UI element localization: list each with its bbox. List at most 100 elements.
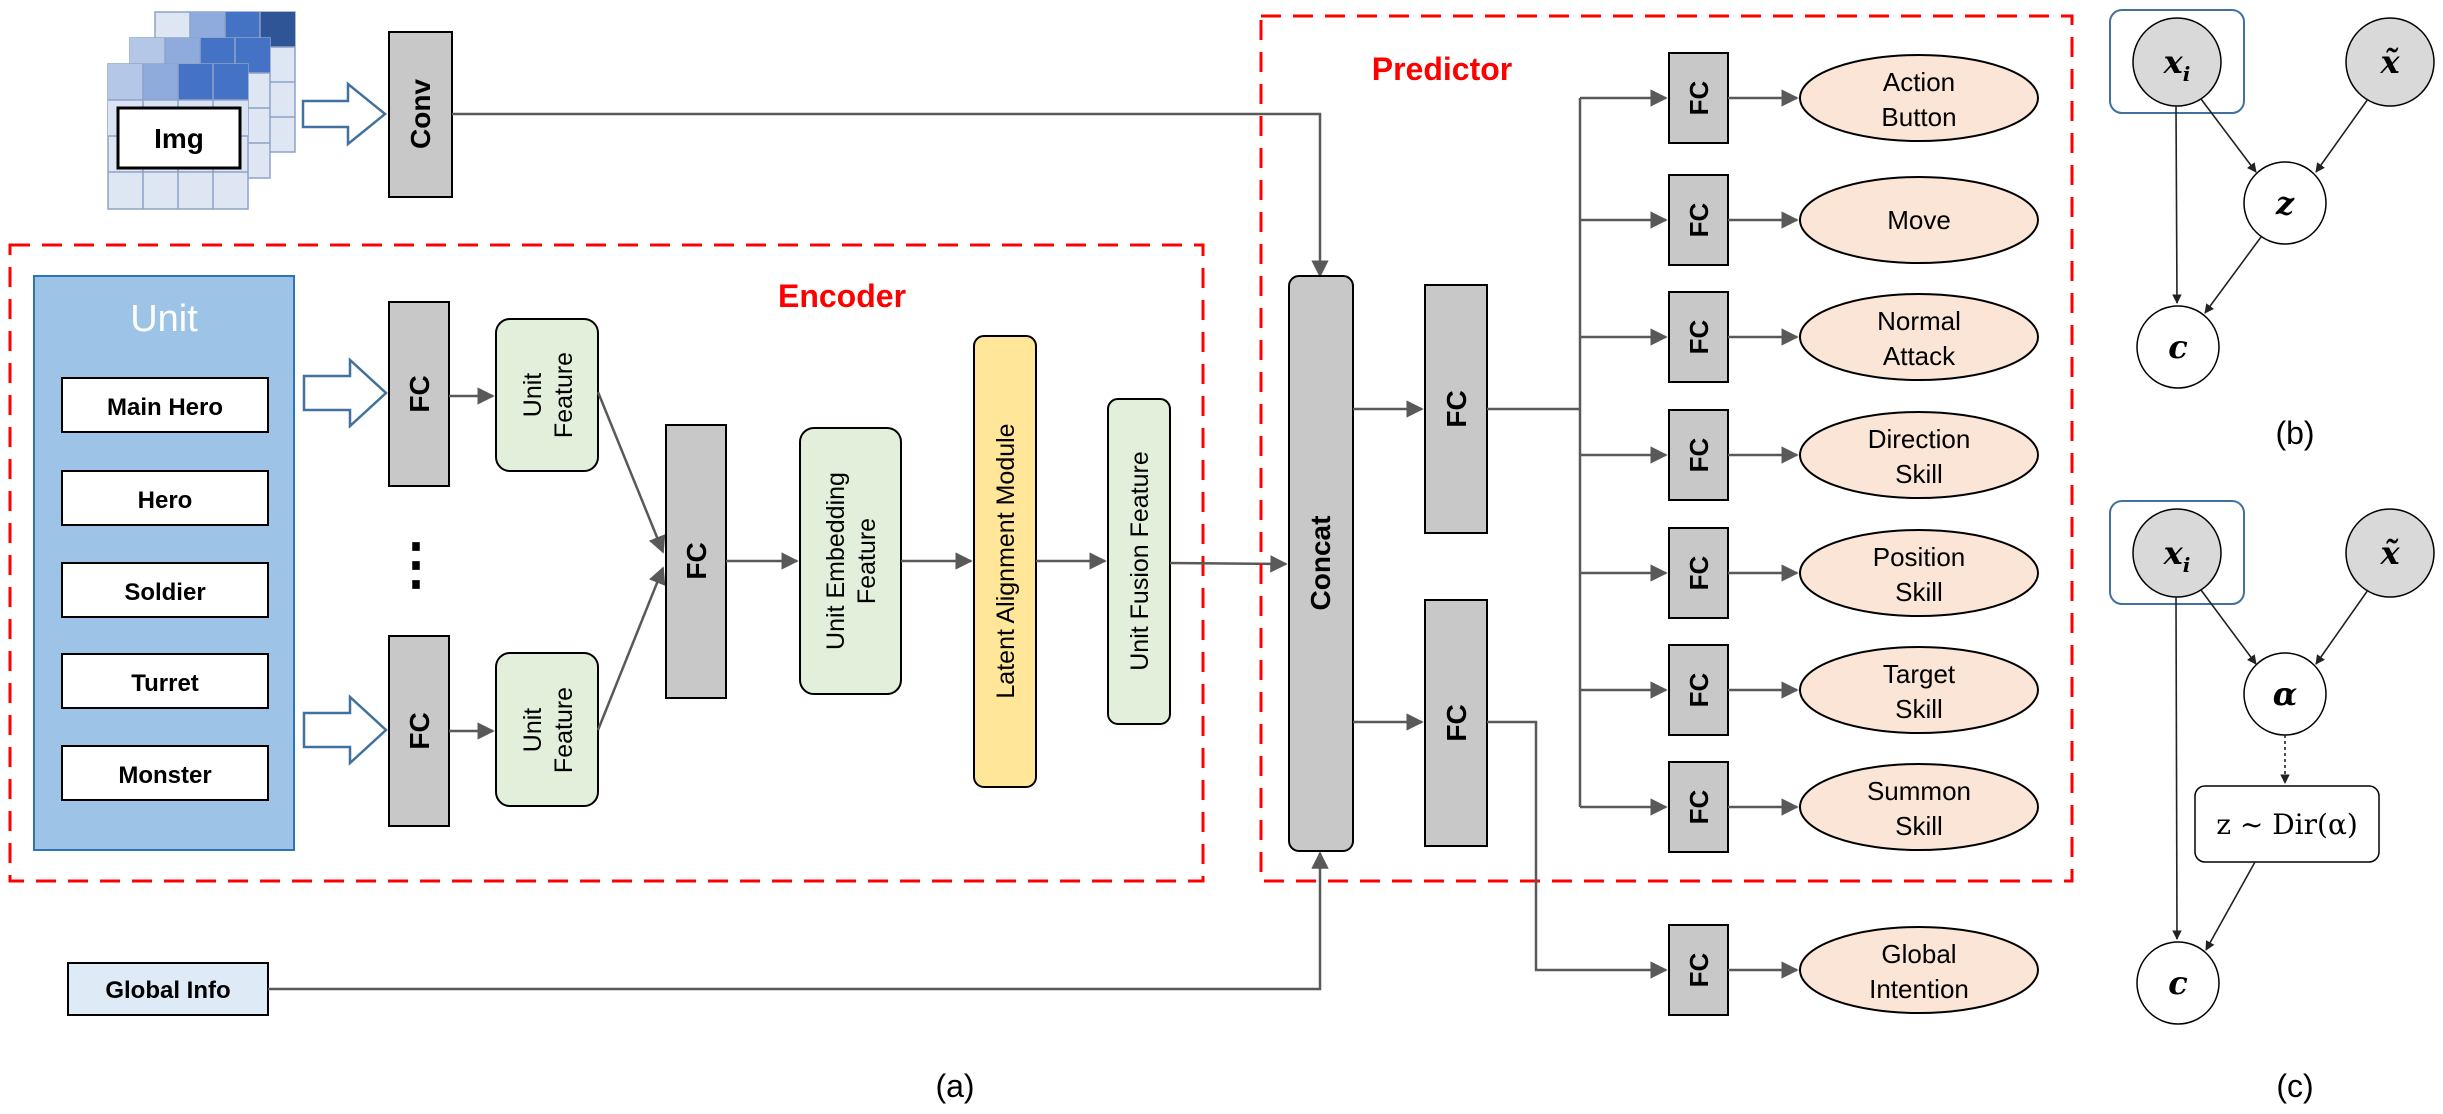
fc-label: FC <box>1684 672 1714 707</box>
output-label: Skill <box>1895 811 1943 841</box>
global-info-to-concat-arrow <box>268 851 1329 991</box>
latent-alignment-label: Latent Alignment Module <box>992 423 1020 698</box>
edge <box>2172 596 2182 940</box>
unit-item: Turret <box>61 653 269 709</box>
unit-item-label: Soldier <box>124 579 205 606</box>
graphical-model-c: xi x̃ α z ~ Dir(α) c <box>2109 500 2435 1025</box>
unit-feature-line1: Unit <box>519 708 547 753</box>
graphical-model-b: xi x̃ z c <box>2109 9 2435 389</box>
panel-label-c: (c) <box>2276 1068 2313 1104</box>
output-label: Position <box>1873 542 1966 572</box>
unit-item: Monster <box>61 745 269 801</box>
unit-fusion-label: Unit Fusion Feature <box>1126 451 1154 671</box>
unit-item-label: Turret <box>131 670 199 697</box>
node-x-i <box>2132 508 2222 598</box>
dirichlet-box <box>2194 785 2380 863</box>
unit-feature-line1: Unit <box>519 373 547 418</box>
x-i-label: x <box>2163 534 2184 572</box>
edge <box>2172 105 2182 304</box>
unit-item: Hero <box>61 470 269 526</box>
fc-label: FC <box>1441 390 1472 427</box>
global-intention-output <box>1799 926 2039 1014</box>
intention-branch-arrow <box>1487 720 1668 979</box>
fc-label: FC <box>681 542 712 579</box>
fc-label: FC <box>1684 437 1714 472</box>
concat-label: Concat <box>1305 516 1336 611</box>
global-intention-fc <box>1668 924 1729 1016</box>
unit-feature-top <box>495 318 599 472</box>
output-label: Target <box>1883 659 1956 689</box>
output-fc <box>1668 174 1729 266</box>
output-fc <box>1668 644 1729 736</box>
ellipsis-icon: ⋮ <box>388 532 444 595</box>
global-info-label: Global Info <box>105 977 230 1004</box>
dirichlet-label: z ~ Dir(α) <box>2216 808 2358 841</box>
output-label: Skill <box>1895 694 1943 724</box>
edge <box>2315 589 2369 665</box>
fc-label: FC <box>1684 202 1714 237</box>
node-c <box>2136 305 2220 389</box>
branch-trunk <box>1487 98 1582 807</box>
unit-item-label: Monster <box>118 762 211 789</box>
global-info-box <box>67 962 269 1016</box>
output-fc <box>1668 527 1729 619</box>
unit-feature-bottom <box>495 652 599 807</box>
img-label: Img <box>154 123 204 154</box>
unit-fc-top <box>388 301 450 487</box>
output-fc <box>1668 291 1729 383</box>
aggregate-fc <box>665 424 727 699</box>
global-intention-line2: Intention <box>1869 974 1969 1004</box>
output-ellipse <box>1799 54 2039 142</box>
node-x-i <box>2132 17 2222 107</box>
output-ellipse <box>1799 411 2039 499</box>
unit-embedding-line1: Unit Embedding <box>822 472 850 650</box>
fc-label: FC <box>1684 555 1714 590</box>
fc-label: FC <box>1441 704 1472 741</box>
unit-item: Main Hero <box>61 377 269 433</box>
conv-to-concat-arrow <box>452 112 1329 278</box>
output-ellipse <box>1799 176 2039 264</box>
unit-fc-bottom <box>388 635 450 827</box>
observed-plate <box>2109 500 2245 605</box>
panel-label-a: (a) <box>935 1068 974 1104</box>
svg-text:xi: xi <box>2163 43 2191 86</box>
output-ellipse <box>1799 646 2039 734</box>
panel-label-b: (b) <box>2275 415 2314 451</box>
fc-label: FC <box>404 712 435 749</box>
global-intention-line1: Global <box>1881 939 1956 969</box>
predictor-frame <box>1259 14 2074 883</box>
conv-label: Conv <box>405 79 436 149</box>
edge <box>2204 236 2262 314</box>
arrow <box>596 391 666 554</box>
node-z <box>2243 161 2327 245</box>
unit-panel-title: Unit <box>130 298 198 340</box>
action-fc <box>1424 284 1488 534</box>
concat-block <box>1288 275 1354 852</box>
intention-fc <box>1424 599 1488 847</box>
output-label: Attack <box>1883 341 1956 371</box>
c-label: c <box>2168 328 2187 366</box>
x-tilde-label: x̃ <box>2379 43 2400 81</box>
unit-feature-line2: Feature <box>550 687 578 773</box>
edge <box>2200 98 2257 173</box>
image-stack: Img <box>107 11 296 210</box>
fc-label: FC <box>1684 319 1714 354</box>
output-ellipse <box>1799 763 2039 851</box>
output-label: Move <box>1887 205 1951 235</box>
hollow-arrow-icon <box>301 81 387 147</box>
edge <box>2315 98 2369 173</box>
hollow-arrow-icon <box>302 694 388 766</box>
output-label: Action <box>1883 67 1955 97</box>
unit-embedding-feature <box>799 427 902 695</box>
unit-item-label: Main Hero <box>107 394 223 421</box>
fc-label: FC <box>1684 789 1714 824</box>
output-fc <box>1668 409 1729 501</box>
fc-label: FC <box>404 375 435 412</box>
edge <box>2205 861 2256 951</box>
unit-embedding-line2: Feature <box>853 518 881 604</box>
unit-feature-line2: Feature <box>550 352 578 438</box>
output-label: Summon <box>1867 776 1971 806</box>
